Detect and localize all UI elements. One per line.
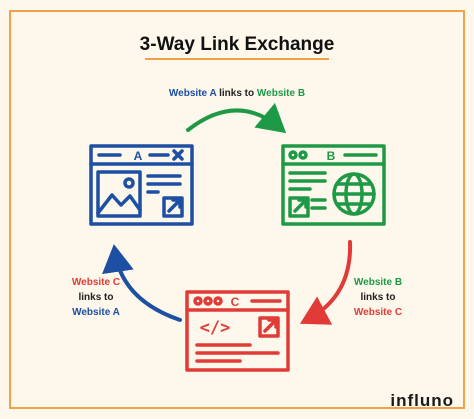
link-label-b-to-c: Website B links to Website C: [338, 275, 418, 320]
external-link-icon: [162, 196, 184, 218]
link-verb: links to: [360, 292, 396, 303]
website-c-window: [185, 290, 290, 372]
image-icon: [96, 170, 142, 218]
external-link-icon: [288, 196, 310, 218]
link-from: Website A: [168, 88, 217, 99]
link-label-a-to-b: Website A links to Website B: [150, 86, 324, 101]
link-to: Website C: [353, 307, 403, 318]
link-to: Website B: [256, 88, 306, 99]
page-title: 3-Way Link Exchange: [139, 34, 335, 55]
link-to: Website A: [72, 307, 120, 318]
card-frame: [9, 10, 465, 409]
title-underline: [145, 58, 329, 60]
arrow-b-to-c: [299, 240, 353, 325]
brand-logo: influno: [390, 391, 454, 410]
website-b-window: [281, 144, 386, 226]
arrow-a-to-b: [186, 102, 287, 134]
external-link-icon: [258, 316, 280, 338]
window-a-letter: A: [134, 149, 143, 163]
window-c-letter: C: [231, 295, 240, 309]
window-b-letter: B: [327, 149, 336, 163]
arrow-c-to-a: [102, 244, 182, 322]
link-from: Website B: [353, 277, 403, 288]
link-label-c-to-a: Website C links to Website A: [56, 275, 136, 320]
link-from: Website C: [71, 277, 121, 288]
link-verb: links to: [219, 88, 255, 99]
close-icon: [172, 149, 184, 161]
globe-icon: [332, 172, 376, 216]
website-a-window: [89, 144, 194, 226]
link-verb: links to: [78, 292, 114, 303]
code-icon: </>: [200, 318, 231, 338]
